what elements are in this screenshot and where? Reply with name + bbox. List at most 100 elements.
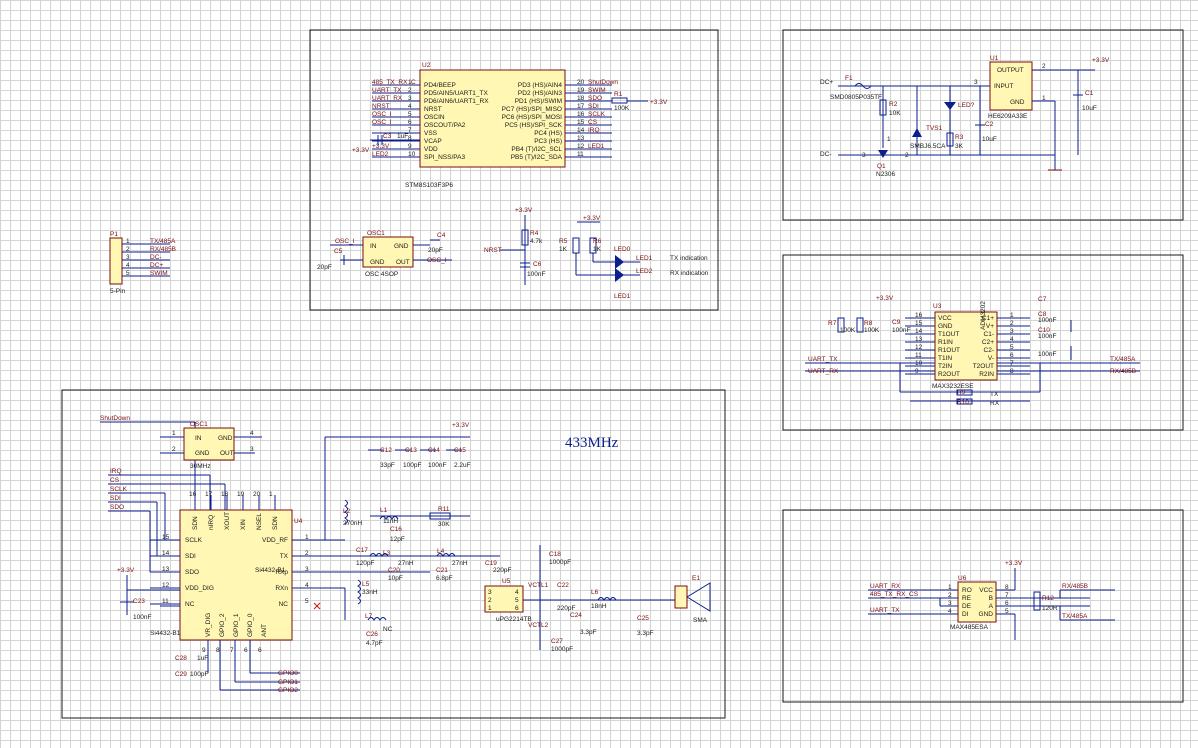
r3-resistor	[946, 132, 954, 147]
rf-transceiver: 433MHz ShutDown OSC1 30MHz IN GND GND OU…	[100, 415, 711, 694]
l1-value: 11nH	[383, 518, 398, 525]
u6-right-pin-num: 5	[1005, 608, 1009, 615]
c25-value: 3.3pF	[637, 630, 654, 637]
rf-osc-freq: 30MHz	[190, 463, 211, 470]
u4-top-pin-num: 18	[221, 491, 229, 498]
mcu-left-pin-num: 10	[408, 151, 416, 158]
c13-value: 100pF	[403, 462, 421, 469]
osc-part: OSC 4SOP	[365, 271, 398, 278]
u4-right-pin-name: VDD_RF	[262, 537, 288, 544]
c4-value: 20pF	[428, 247, 443, 254]
reset-circuit: +3.3V R4 4.7k NRST C6 100nF	[484, 207, 545, 285]
u4-left-pin-name: SDI	[185, 553, 196, 560]
c28-ref: C28	[175, 655, 187, 662]
r7-value: 100K	[840, 327, 856, 334]
c25-ref: C25	[637, 615, 649, 622]
c12-ref: C12	[380, 447, 392, 454]
r4-value: 4.7k	[530, 238, 543, 245]
mcu-left-pin-net: OSC_I	[372, 111, 392, 118]
l5-ref: L5	[362, 581, 370, 588]
u4-right-pin-num: 2	[305, 550, 309, 557]
u3-right-pin-name: V-	[988, 355, 994, 362]
tx-indication-label: TX indication	[670, 255, 708, 262]
c23-ref: C23	[133, 598, 145, 605]
c12-value: 33pF	[380, 462, 395, 469]
u4-right-pin-name: NC	[279, 601, 289, 608]
rf-osc-gnd: GND	[218, 435, 233, 442]
rf-osc-gnd2: GND	[195, 450, 210, 457]
rf-vcc-left: +3.3V	[117, 567, 135, 574]
q1-pin1: 1	[887, 136, 891, 143]
u3-ref: U3	[933, 303, 942, 310]
c21-value: 6.8pF	[436, 575, 453, 582]
r12-ref: R12	[1042, 595, 1054, 602]
u3-right-pin-name: V+	[986, 323, 994, 330]
header-pin-num: 1	[126, 238, 130, 245]
c3-ref: C3	[383, 133, 392, 140]
u3-right-pin-name: R2IN	[979, 371, 994, 378]
osc-out: OUT	[396, 259, 410, 266]
u3-left-pin-num: 15	[915, 320, 923, 327]
l3-ref: L3	[383, 550, 391, 557]
c23-value: 100nF	[133, 614, 151, 621]
mcu-u2: U2 STM8S103F3P6 PD4/BEEP1485_TX_RX_CPD5/…	[352, 62, 668, 189]
mcu-right-pin-num: 18	[577, 95, 585, 102]
q1-pin3: 3	[862, 152, 866, 159]
u1-pin2: 2	[1042, 63, 1046, 70]
led-indicators: +3.3V R5 1K R6 1K LED0 LED1 LED1 LED2 TX…	[559, 215, 709, 300]
mcu-right-pin-name: PD2 (HS)/AIN3	[518, 90, 562, 97]
mcu-left-pin-net: LED2	[372, 151, 389, 158]
l5-value: 33nH	[362, 589, 378, 596]
u5-p2: 2	[488, 597, 492, 604]
r6-value: 1K	[593, 246, 602, 253]
u3-left-pin-num: 14	[915, 328, 923, 335]
sdo-label: SDO	[110, 504, 124, 511]
u4-bottom-pin-name: ANT	[261, 624, 268, 637]
mcu-left-pins: PD4/BEEP1485_TX_RX_CPD5/AIN5/UART1_TX2UA…	[372, 79, 489, 161]
power-supply: DC+ DC- F1 SMD0805P035TF R2 10K Q1 N2306…	[820, 55, 1110, 178]
u4-top-pin-num: 19	[237, 491, 245, 498]
vctl1-label: VCTL1	[528, 582, 549, 589]
rf-vcc-top: +3.3V	[452, 422, 470, 429]
u4-top-pin-name: XOUT	[224, 512, 231, 530]
mcu-right-pin-num: 19	[577, 87, 585, 94]
rf-osc-p3: 3	[250, 446, 254, 453]
mcu-left-pin-num: 3	[408, 95, 412, 102]
u4-right-pin-num: 1	[305, 534, 309, 541]
c9-value: 100nF	[892, 327, 910, 334]
mcu-left-pin-name: VCAP	[424, 138, 442, 145]
antenna-connector	[674, 585, 688, 609]
c14-value: 100nF	[428, 462, 446, 469]
mcu-left-pin-name: VDD	[424, 146, 438, 153]
mcu-ref: U2	[422, 62, 431, 69]
c19-ref: C19	[485, 560, 497, 567]
rf-osc-p2: 2	[172, 446, 176, 453]
dc-minus-label: DC-	[820, 151, 832, 158]
header-pin-net: RX/485B	[150, 246, 176, 253]
mcu-right-pin-name: PC6 (HS)/SPI_MOSI	[502, 114, 563, 121]
mcu-right-pin-name: PB5 (T)/I2C_SDA	[511, 154, 563, 161]
antenna-icon	[686, 582, 711, 612]
mcu-left-pin-name: PD5/AIN5/UART1_TX	[424, 90, 488, 97]
r7-ref: R7	[828, 320, 837, 327]
u4-part: Si4432-B1	[150, 630, 181, 637]
c18-value: 1000pF	[549, 559, 571, 566]
c13-ref: C13	[405, 447, 417, 454]
rs485-ctrl: 485_TX_RX_CS	[870, 591, 919, 598]
mcu-left-pin-net: +3.3V	[372, 143, 390, 150]
led0-icon	[615, 255, 624, 269]
c18-ref: C18	[549, 551, 561, 558]
dc-plus-label: DC+	[820, 79, 833, 86]
mcu-right-pin-num: 16	[577, 111, 585, 118]
u3-left-pin-num: 13	[915, 336, 923, 343]
l7-ref: L7	[365, 613, 373, 620]
u4-right-pin-name: RXp	[275, 569, 288, 576]
l2-value: 270nH	[343, 520, 362, 527]
mcu-right-pin-num: 14	[577, 127, 585, 134]
u3-right-pin-num: 5	[1010, 344, 1014, 351]
